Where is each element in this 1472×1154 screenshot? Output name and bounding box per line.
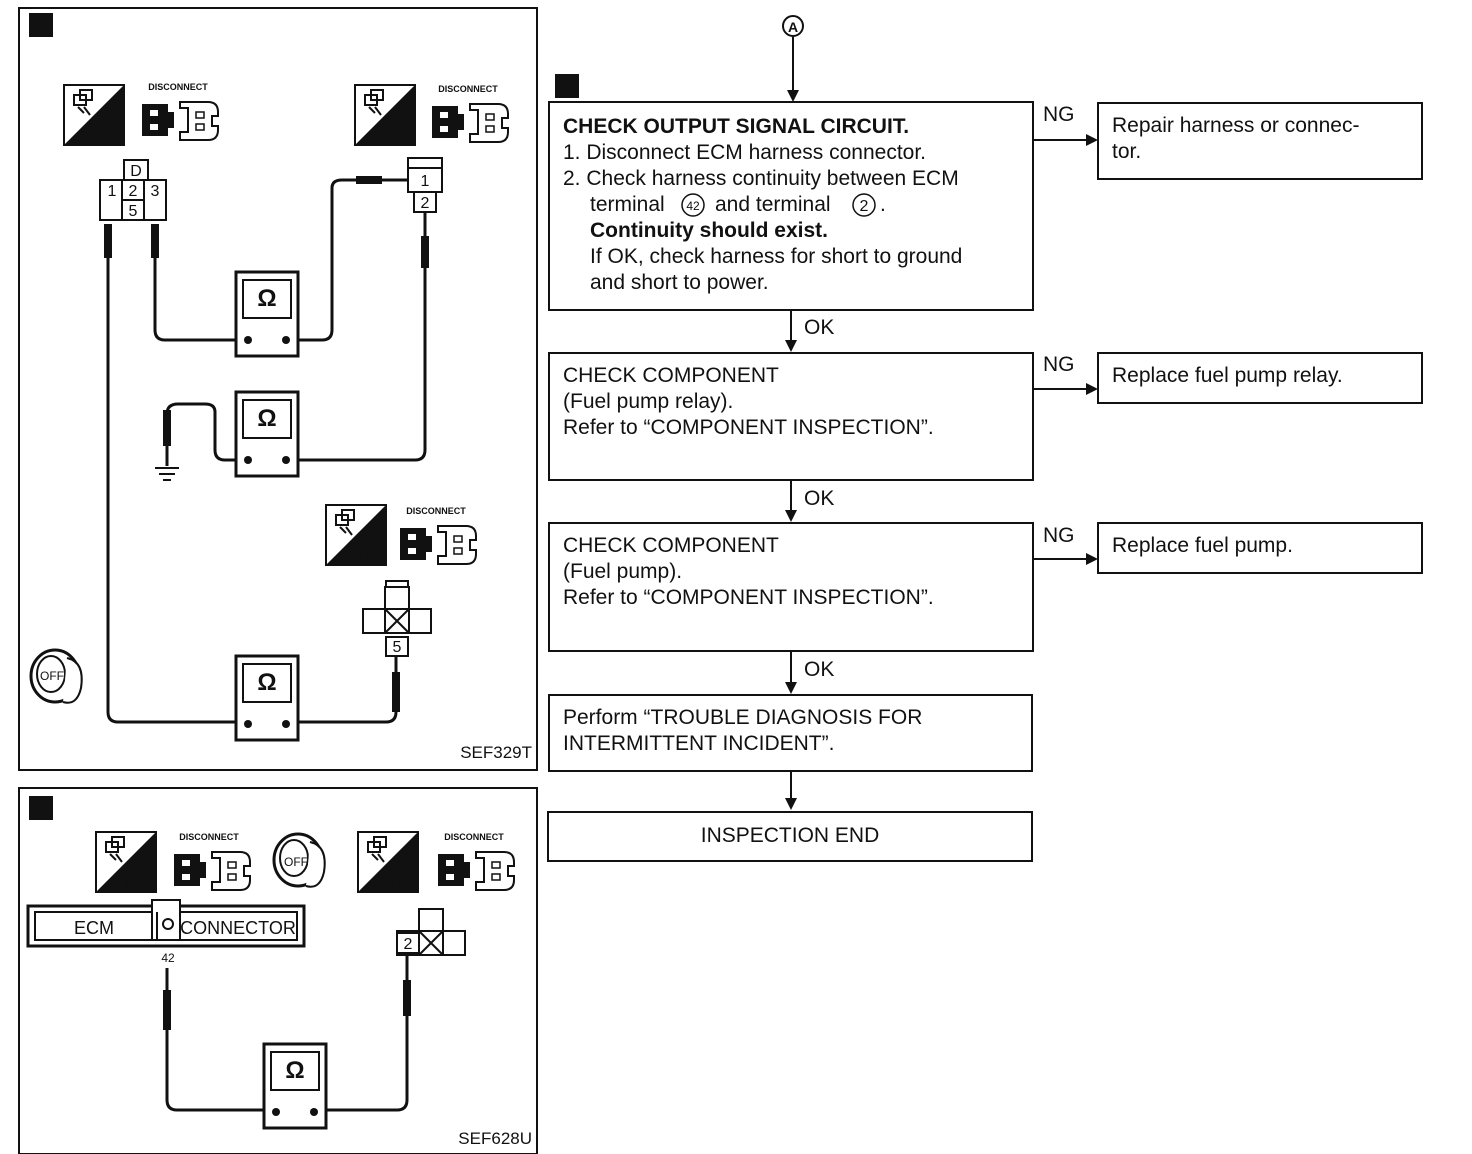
ok-label: OK (804, 658, 834, 681)
svg-text:and terminal: and terminal (715, 193, 831, 216)
probe (104, 224, 112, 258)
disconnect-label: DISCONNECT (438, 84, 498, 94)
ground-icon (155, 467, 179, 481)
fuel-pump-connector (362, 586, 432, 634)
panel-c: C T.S. DISCONNECT T.S. DISCONNECT D 1 2 … (18, 7, 538, 771)
disconnect-icon (437, 851, 515, 891)
wiring (106, 178, 427, 724)
relay-connector: D 1 2 3 5 (99, 159, 167, 221)
panel-d: D H.S. DISCONNECT OFF T.S. DISCONNECT EC… (18, 787, 538, 1154)
svg-text:(Fuel pump).: (Fuel pump). (563, 560, 682, 583)
svg-text:2: 2 (860, 198, 869, 215)
svg-text:CHECK COMPONENT: CHECK COMPONENT (563, 534, 779, 557)
disconnect-label: DISCONNECT (444, 832, 504, 842)
disconnect-icon (431, 103, 509, 143)
relay-pin-1: 1 (108, 183, 117, 200)
ecm-connector: ECM CONNECTOR (26, 899, 306, 948)
section-letter: D (560, 77, 574, 98)
panel-c-letter: C (34, 17, 48, 38)
svg-text:terminal: terminal (590, 193, 665, 216)
svg-text:and short to power.: and short to power. (590, 271, 769, 294)
svg-text:Repair harness or connec-: Repair harness or connec- (1112, 114, 1359, 137)
svg-text:A: A (788, 19, 798, 35)
svg-text:Ω: Ω (257, 285, 276, 312)
figure-code: SEF628U (458, 1129, 532, 1148)
svg-text:Ω: Ω (285, 1057, 304, 1084)
probe (356, 176, 382, 184)
svg-text:2. Check harness continuity be: 2. Check harness continuity between ECM (563, 167, 959, 190)
svg-text:.: . (880, 193, 886, 216)
svg-text:Replace fuel pump.: Replace fuel pump. (1112, 534, 1293, 557)
relay-pin-2: 2 (129, 183, 138, 200)
ng-label: NG (1043, 524, 1075, 547)
ts-label: T.S. (95, 128, 117, 143)
pump-pin-2: 2 (404, 936, 413, 953)
ts-label: T.S. (389, 875, 411, 890)
figure-code: SEF329T (460, 743, 532, 762)
disconnect-label: DISCONNECT (148, 82, 208, 92)
svg-text:tor.: tor. (1112, 140, 1141, 163)
svg-text:D: D (130, 163, 142, 180)
svg-text:Ω: Ω (257, 405, 276, 432)
relay-pin-5: 5 (129, 203, 138, 220)
ts-label: T.S. (386, 128, 408, 143)
disconnect-icon (173, 851, 251, 891)
ok-label: OK (804, 487, 834, 510)
disconnect-label: DISCONNECT (406, 506, 466, 516)
ts-label: T.S. (357, 548, 379, 563)
svg-text:Ω: Ω (257, 669, 276, 696)
hs-label: H.S. (125, 875, 150, 890)
svg-text:(Fuel pump relay).: (Fuel pump relay). (563, 390, 733, 413)
svg-text:OFF: OFF (284, 855, 308, 869)
step-check-pump-box (548, 522, 1034, 652)
probe (163, 410, 171, 446)
svg-text:Refer to “COMPONENT INSPECTION: Refer to “COMPONENT INSPECTION”. (563, 416, 934, 439)
step-trouble-diagnosis-box (548, 694, 1033, 772)
probe (392, 672, 400, 712)
pump-pin-5: 5 (393, 639, 402, 656)
svg-text:CHECK COMPONENT: CHECK COMPONENT (563, 364, 779, 387)
replace-pump-box (1097, 522, 1423, 574)
disconnect-icon (141, 101, 219, 141)
step-check-relay-box (548, 352, 1034, 481)
ecm-label: ECM (74, 918, 114, 938)
probe (151, 224, 159, 258)
svg-text:INTERMITTENT INCIDENT”.: INTERMITTENT INCIDENT”. (563, 732, 834, 755)
pump-relay-connector: 1 2 (407, 157, 443, 213)
inspection-end-box (547, 811, 1033, 862)
inspection-end-label: INSPECTION END (701, 824, 880, 847)
relay-pin-3: 3 (151, 183, 160, 200)
svg-text:2: 2 (421, 195, 430, 212)
wiring (165, 953, 409, 1112)
panel-d-letter: D (34, 800, 48, 821)
step1-title: CHECK OUTPUT SIGNAL CIRCUIT. (563, 115, 909, 138)
flowchart: A D CHECK OUTPUT SIGNAL CIRCUIT. 1. Disc… (547, 15, 1423, 862)
svg-text:Replace fuel pump relay.: Replace fuel pump relay. (1112, 364, 1343, 387)
disconnect-icon (399, 525, 477, 565)
entry-marker (782, 15, 804, 37)
svg-text:Continuity should exist.: Continuity should exist. (590, 219, 828, 242)
svg-text:1: 1 (421, 173, 430, 190)
svg-text:42: 42 (686, 199, 700, 213)
disconnect-label: DISCONNECT (179, 832, 239, 842)
replace-relay-box (1097, 352, 1423, 404)
probe (421, 236, 429, 268)
probe (403, 980, 411, 1016)
ng-label: NG (1043, 353, 1075, 376)
svg-text:OFF: OFF (40, 669, 64, 683)
svg-text:Refer to “COMPONENT INSPECTION: Refer to “COMPONENT INSPECTION”. (563, 586, 934, 609)
repair-harness-box (1097, 102, 1423, 180)
ecm-pin-42: 42 (161, 951, 175, 965)
svg-text:If OK, check harness for short: If OK, check harness for short to ground (590, 245, 962, 268)
probe (163, 990, 171, 1030)
svg-text:Perform “TROUBLE DIAGNOSIS FOR: Perform “TROUBLE DIAGNOSIS FOR (563, 706, 922, 729)
connector-label: CONNECTOR (180, 918, 296, 938)
ok-label: OK (804, 316, 834, 339)
ng-label: NG (1043, 103, 1075, 126)
svg-text:1. Disconnect ECM harness conn: 1. Disconnect ECM harness connector. (563, 141, 926, 164)
